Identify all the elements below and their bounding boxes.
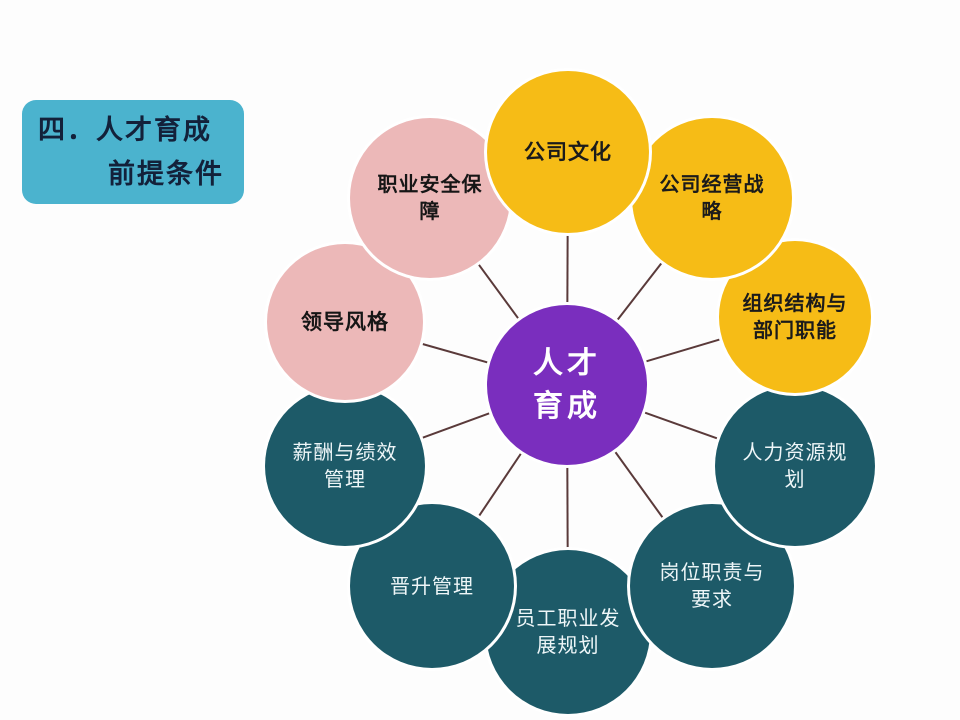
- node-label-safety-assurance: 职业安全保 障: [377, 172, 483, 223]
- node-label-business-strategy: 公司经营战 略: [659, 172, 765, 223]
- node-label-job-duties: 岗位职责与 要求: [659, 560, 765, 611]
- node-label-employee-career: 员工职业发 展规划: [515, 606, 621, 657]
- section-title-line-1: 四．人才育成: [38, 115, 212, 146]
- spoke-line-business-strategy: [614, 259, 665, 324]
- spoke-line-hr-planning: [640, 410, 722, 441]
- node-label-company-culture: 公司文化: [524, 139, 612, 164]
- spoke-line-leadership-style: [417, 341, 493, 365]
- node-comp-performance[interactable]: 薪酬与绩效 管理: [265, 386, 425, 546]
- node-label-org-structure: 组织结构与 部门职能: [742, 291, 848, 342]
- node-company-culture[interactable]: 公司文化: [487, 71, 649, 233]
- spoke-line-promotion-mgmt: [475, 449, 525, 521]
- node-label-promotion-mgmt: 晋升管理: [390, 573, 474, 598]
- node-hr-planning[interactable]: 人力资源规 划: [715, 386, 875, 546]
- node-business-strategy[interactable]: 公司经营战 略: [632, 118, 792, 278]
- section-title-badge: 四．人才育成 前提条件: [22, 100, 244, 204]
- spoke-line-job-duties: [611, 447, 667, 522]
- spoke-line-safety-assurance: [475, 260, 522, 323]
- node-safety-assurance[interactable]: 职业安全保 障: [350, 118, 510, 278]
- node-label-comp-performance: 薪酬与绩效 管理: [292, 440, 398, 491]
- spoke-line-org-structure: [641, 337, 725, 364]
- center-hub-label: 人才 育成: [533, 345, 601, 425]
- node-label-leadership-style: 领导风格: [301, 309, 389, 334]
- center-hub-node[interactable]: 人才 育成: [487, 305, 647, 465]
- node-promotion-mgmt[interactable]: 晋升管理: [350, 504, 514, 668]
- section-title-line-2: 前提条件: [108, 159, 224, 190]
- spoke-line-comp-performance: [417, 410, 495, 441]
- node-label-hr-planning: 人力资源规 划: [742, 440, 848, 491]
